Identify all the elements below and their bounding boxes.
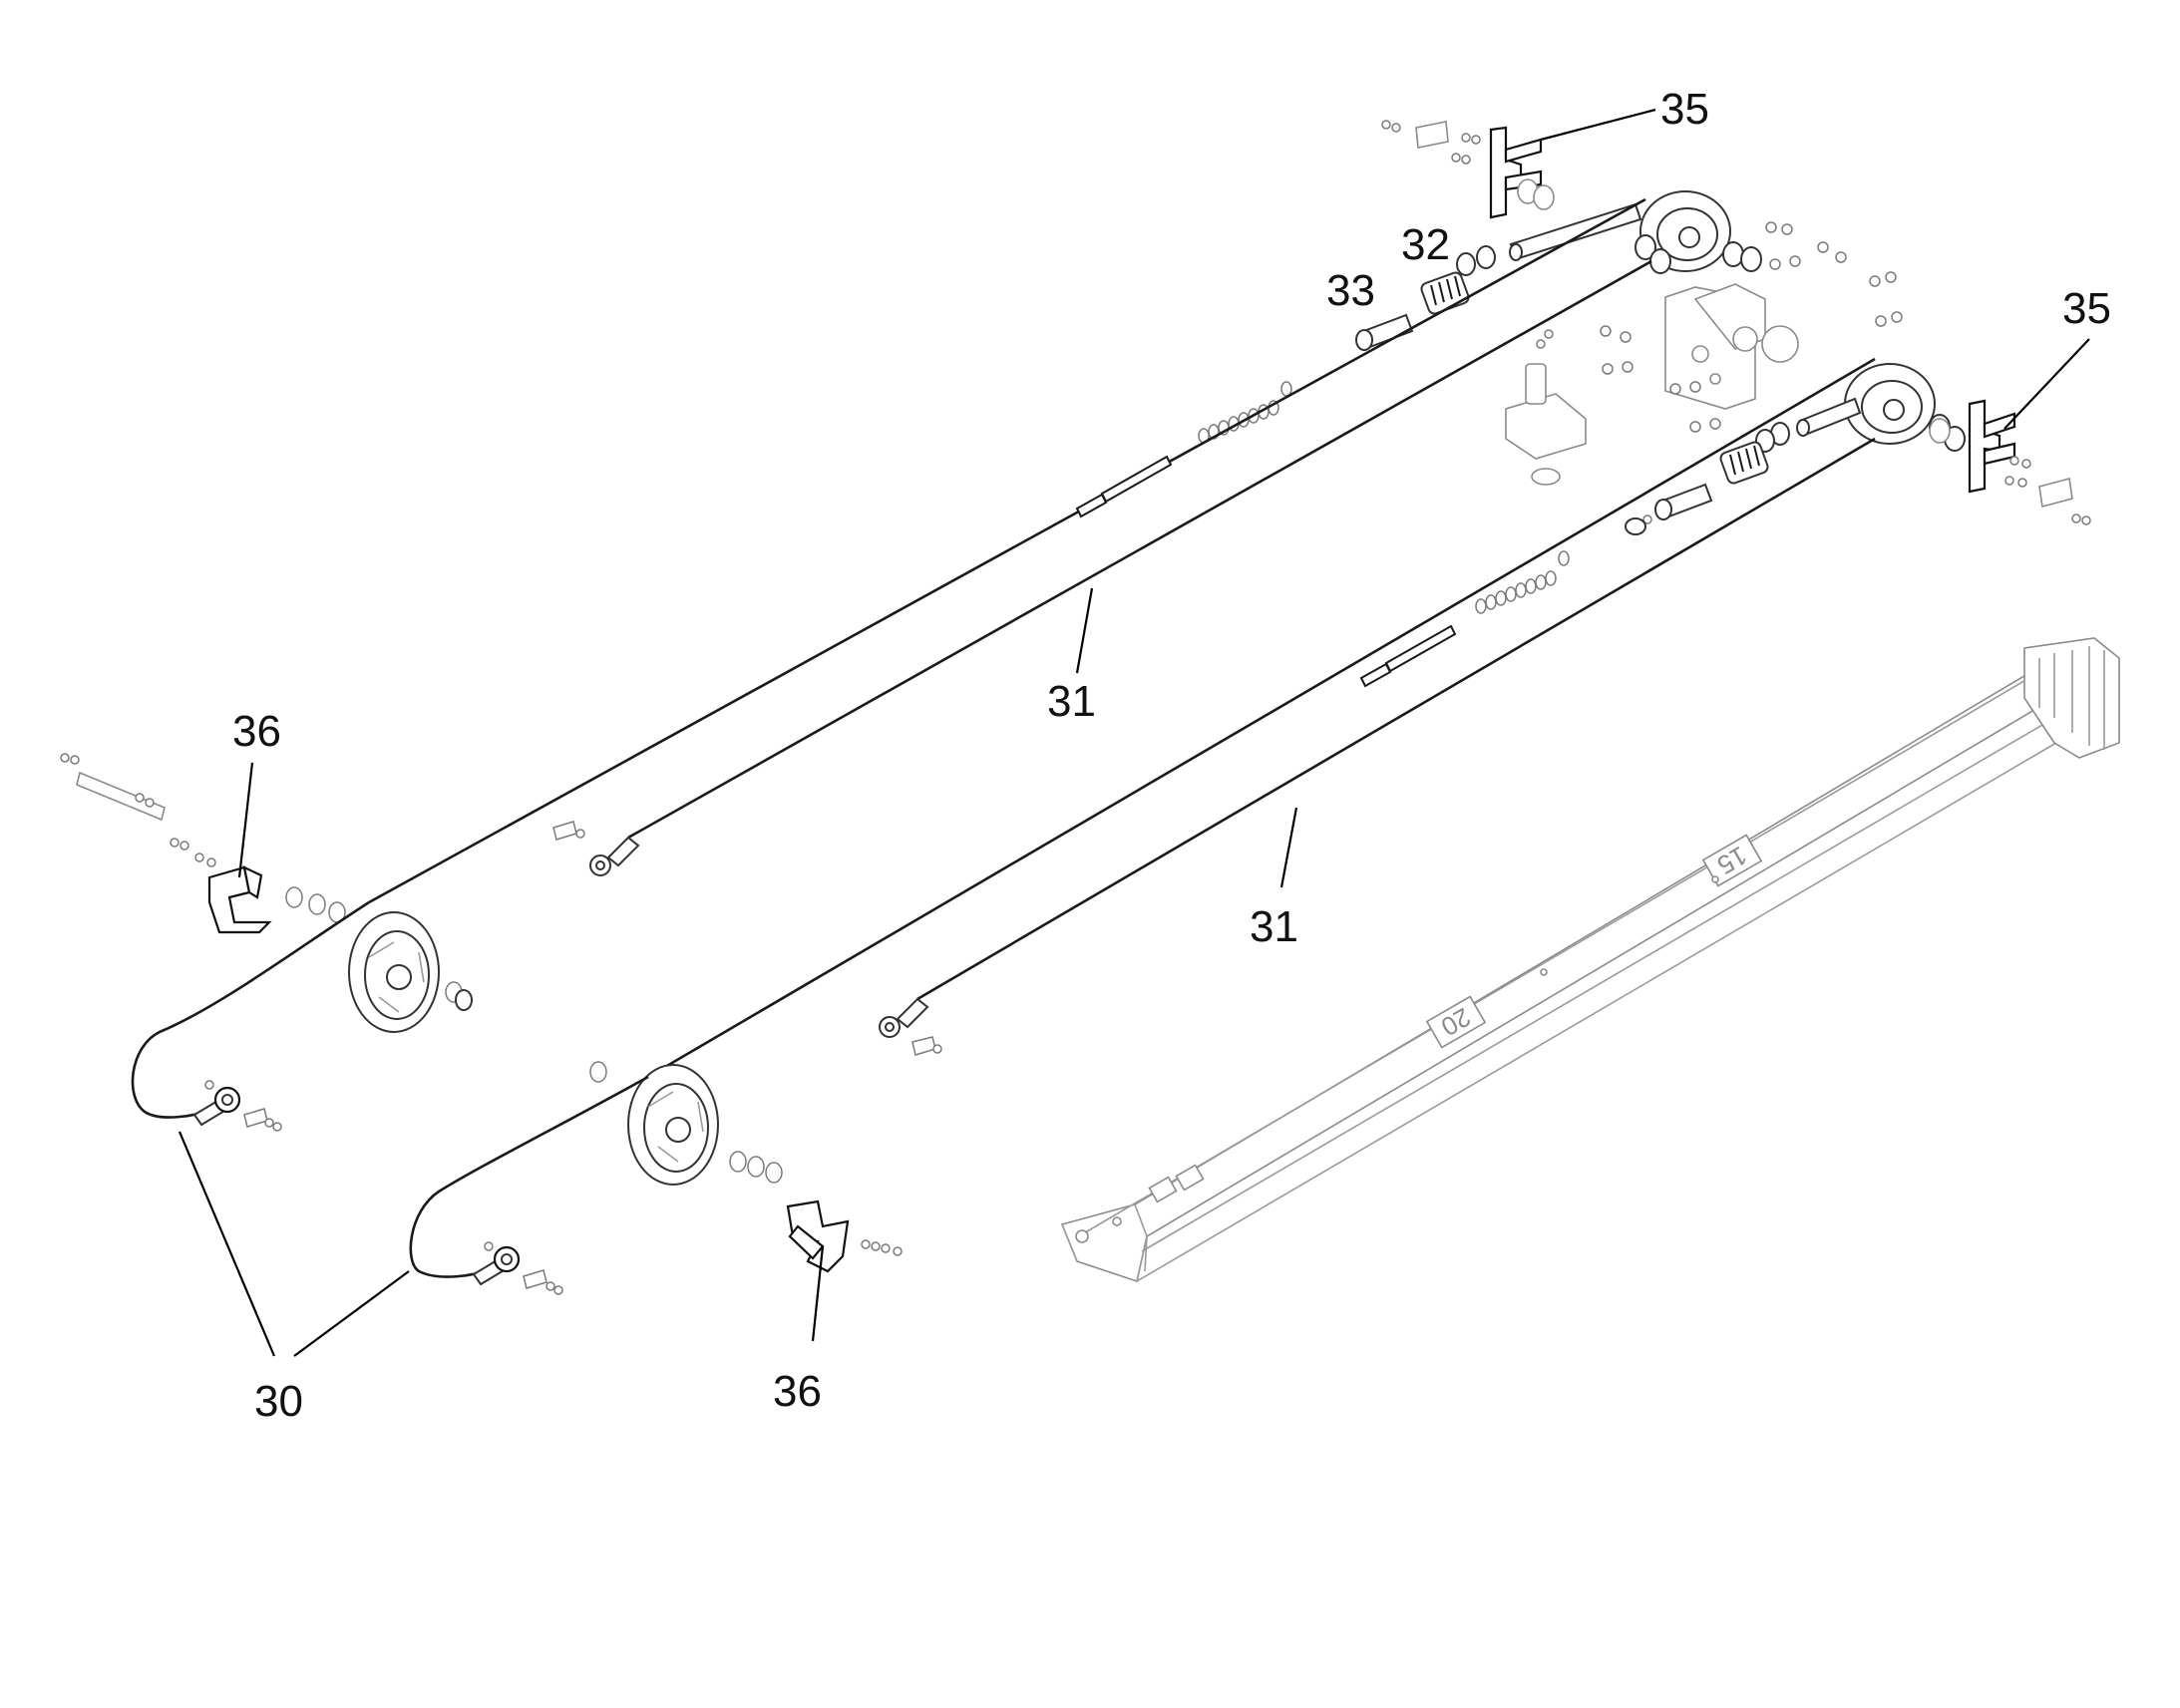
bracket-36-right	[786, 1199, 903, 1273]
pin-lower	[1654, 483, 1713, 520]
small-hardware	[1536, 221, 1903, 433]
leader-36-right	[811, 1245, 825, 1342]
mounting-bracket	[1505, 283, 1799, 486]
callout-30: 30	[254, 1377, 303, 1426]
leader-36-left	[237, 762, 254, 878]
hardware-35-top	[1381, 120, 1555, 210]
callout-36-left: 36	[232, 707, 281, 756]
cable-31-lower	[647, 357, 1876, 1079]
callout-31-lower: 31	[1250, 902, 1298, 951]
callout-31-upper: 31	[1047, 677, 1096, 726]
callout-35-lower: 35	[2062, 284, 2111, 333]
hardware-35-lower	[1631, 418, 2091, 528]
spring-lower	[1719, 441, 1769, 485]
leader-35-lower	[2003, 338, 2090, 430]
cable-30-right	[409, 1075, 649, 1295]
pin-33	[1355, 313, 1414, 351]
cable-31-upper	[368, 197, 1652, 904]
bracket-36-left	[207, 865, 272, 934]
top-pulley-assembly	[1355, 120, 1762, 351]
callout-labels: 35 32 33 35 31 31 36 36 30	[232, 85, 2111, 1426]
callout-32: 32	[1401, 220, 1450, 269]
shaft-middle-right	[1796, 397, 1862, 437]
pulley-middle-right	[1844, 363, 1936, 445]
leader-30-left	[178, 1131, 276, 1357]
leader-31-lower	[1279, 807, 1298, 888]
cable-30-left	[131, 900, 370, 1132]
leader-lines	[178, 108, 2090, 1357]
callout-35-top: 35	[1660, 85, 1709, 134]
callout-33: 33	[1326, 266, 1375, 315]
hardware-36-left	[60, 753, 942, 1056]
washers-left	[285, 886, 783, 1184]
lower-pulley-assembly	[1631, 363, 2091, 528]
leader-35-top	[1540, 108, 1656, 142]
shaft-top-right	[1509, 202, 1642, 261]
callout-36-right: 36	[773, 1367, 822, 1416]
leader-30-right	[293, 1270, 410, 1357]
boom-section: 15 20	[1060, 637, 2120, 1283]
bracket-35-top	[1489, 126, 1543, 219]
leader-31-upper	[1075, 587, 1094, 674]
pulley-left-upper	[348, 911, 440, 1033]
pulley-left-lower	[627, 1064, 719, 1186]
